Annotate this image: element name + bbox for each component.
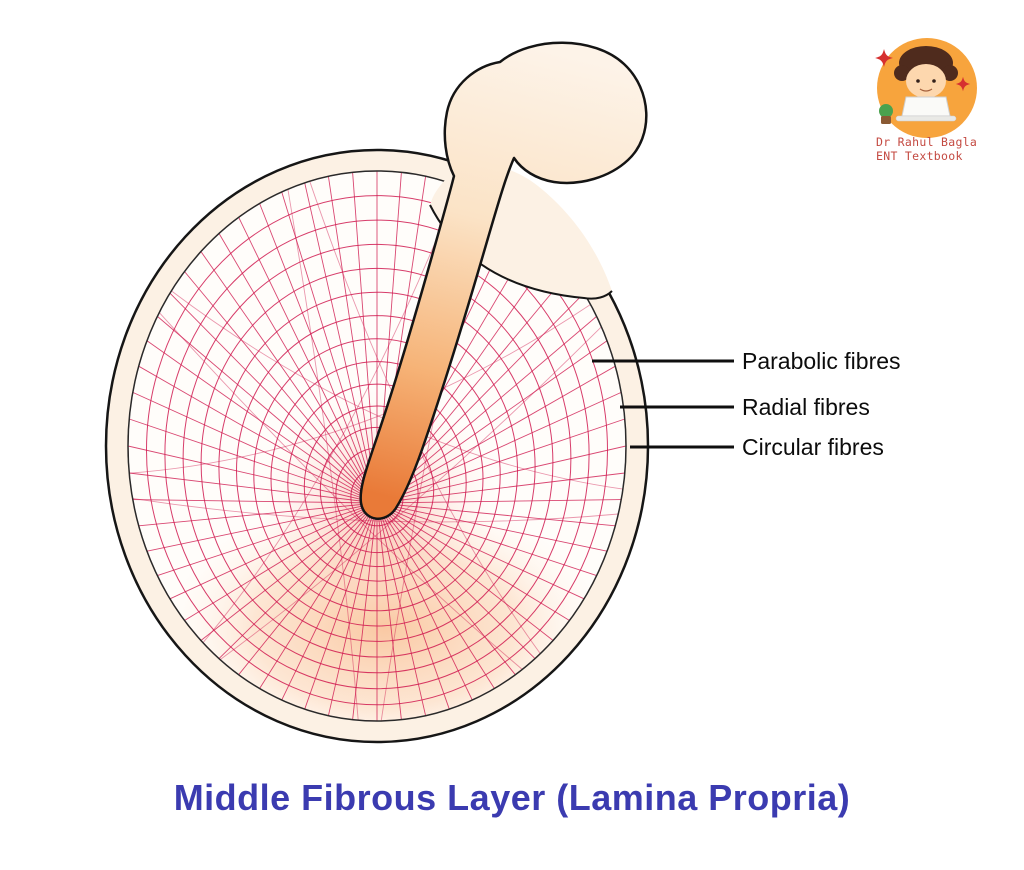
plant-icon — [879, 104, 893, 118]
star-icon — [875, 49, 893, 67]
label-parabolic-fibres: Parabolic fibres — [742, 348, 901, 374]
membrane-inner-outline — [127, 170, 627, 722]
logo-cartoon-boy-icon — [879, 46, 958, 124]
logo: Dr Rahul Bagla ENT Textbook — [875, 38, 977, 163]
logo-text-line1: Dr Rahul Bagla — [876, 135, 977, 149]
laptop-icon — [901, 96, 951, 117]
annotation-group: Parabolic fibres Radial fibres Circular … — [592, 348, 901, 460]
page-title: Middle Fibrous Layer (Lamina Propria) — [174, 777, 851, 818]
label-radial-fibres: Radial fibres — [742, 394, 870, 420]
malleus-handle — [359, 41, 648, 520]
logo-text-line2: ENT Textbook — [876, 149, 963, 163]
label-circular-fibres: Circular fibres — [742, 434, 884, 460]
star-icon — [955, 76, 971, 92]
